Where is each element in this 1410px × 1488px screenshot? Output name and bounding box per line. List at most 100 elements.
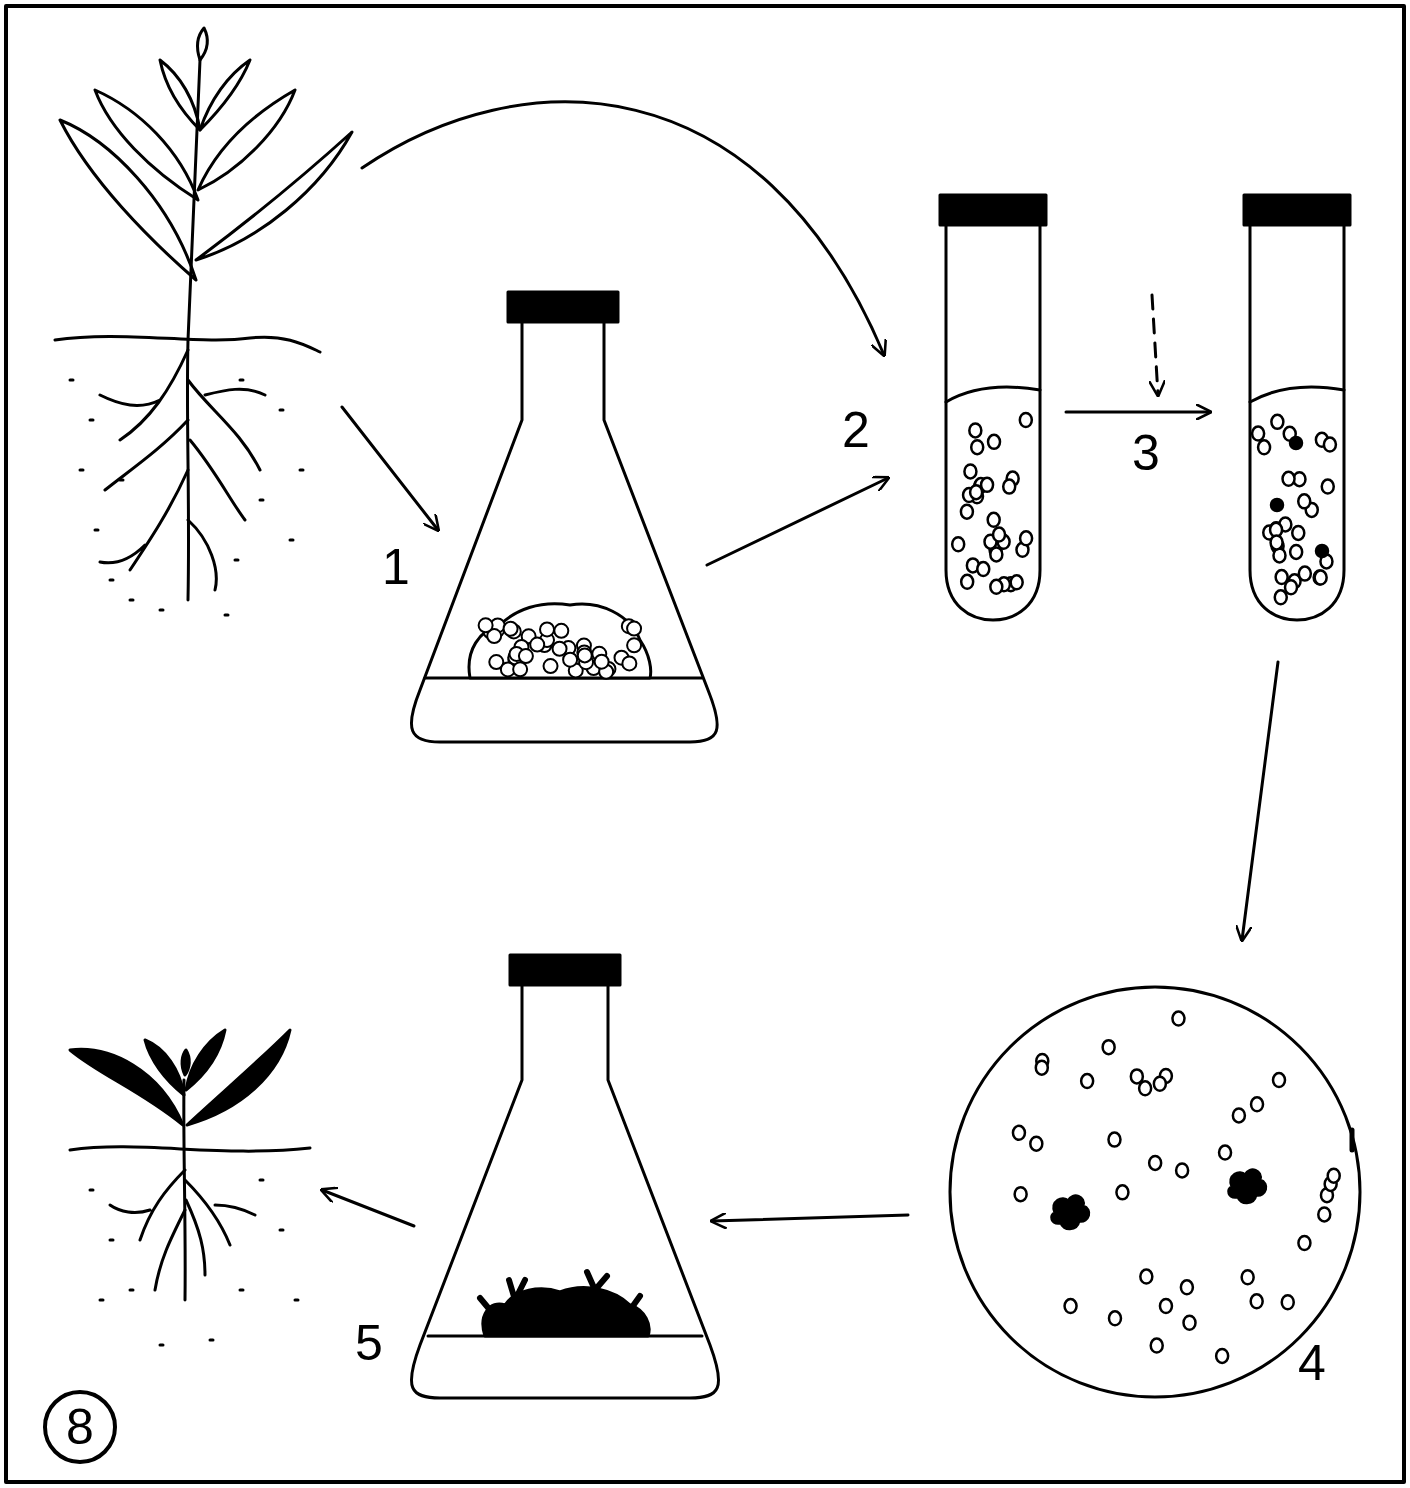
cell xyxy=(1242,1270,1254,1284)
cell xyxy=(1015,1187,1027,1201)
cell xyxy=(961,505,973,519)
cell xyxy=(1290,545,1302,559)
step-number: 5 xyxy=(355,1318,383,1368)
cell xyxy=(1271,499,1283,511)
arrow xyxy=(1242,662,1278,940)
flask xyxy=(411,292,717,742)
cell xyxy=(1252,427,1264,441)
cell xyxy=(1282,1295,1294,1309)
callus-cell xyxy=(578,648,592,662)
cell xyxy=(1131,1069,1143,1083)
cell xyxy=(1271,535,1283,549)
callus-cell xyxy=(595,655,609,669)
arrow xyxy=(362,102,884,355)
figure-number-circle: 8 xyxy=(42,1389,118,1465)
cell xyxy=(1219,1146,1231,1160)
step-number: 1 xyxy=(382,542,410,592)
cell xyxy=(1258,440,1270,454)
cell xyxy=(1172,1012,1184,1026)
cell xyxy=(1322,480,1334,494)
callus-cell xyxy=(627,622,641,636)
cell xyxy=(1149,1156,1161,1170)
cell xyxy=(1020,531,1032,545)
cell xyxy=(1181,1280,1193,1294)
callus-cell xyxy=(554,624,568,638)
test-tube xyxy=(940,195,1046,620)
callus-cell xyxy=(553,642,567,656)
cell xyxy=(1109,1311,1121,1325)
cell xyxy=(990,580,1002,594)
cell xyxy=(1251,1097,1263,1111)
cell xyxy=(969,423,981,437)
cell xyxy=(961,575,973,589)
callus-cell xyxy=(479,618,493,632)
cell xyxy=(1273,1073,1285,1087)
step-number: 2 xyxy=(842,405,870,455)
cell xyxy=(1216,1349,1228,1363)
step-number: 4 xyxy=(1298,1338,1326,1388)
cell xyxy=(1298,1236,1310,1250)
callus-cell xyxy=(513,662,527,676)
cell xyxy=(993,528,1005,542)
cell xyxy=(1065,1299,1077,1313)
cell xyxy=(1154,1077,1166,1091)
cell xyxy=(1316,545,1328,557)
callus-cell xyxy=(627,638,641,652)
cell xyxy=(1318,1207,1330,1221)
cell xyxy=(1151,1339,1163,1353)
cell xyxy=(981,478,993,492)
flask xyxy=(411,955,718,1398)
callus-cell xyxy=(519,649,533,663)
petri-dish xyxy=(950,987,1360,1397)
cell xyxy=(1273,548,1285,562)
arrow xyxy=(712,1215,908,1221)
frame xyxy=(6,6,1404,1482)
arrow xyxy=(322,1190,414,1226)
cell xyxy=(952,537,964,551)
cell xyxy=(1290,437,1302,449)
cell xyxy=(1013,1126,1025,1140)
step-number: 3 xyxy=(1132,428,1160,478)
test-tube xyxy=(1244,195,1350,620)
arrow xyxy=(707,478,888,565)
cell xyxy=(1140,1270,1152,1284)
donor-plant xyxy=(55,28,352,615)
callus-cell xyxy=(540,622,554,636)
cell xyxy=(1298,494,1310,508)
callus-cell xyxy=(530,638,544,652)
cell xyxy=(971,440,983,454)
cell xyxy=(1160,1299,1172,1313)
cell xyxy=(1299,567,1311,581)
cell xyxy=(1116,1185,1128,1199)
cell xyxy=(1081,1074,1093,1088)
figure-number: 8 xyxy=(66,1402,94,1452)
cell xyxy=(1324,438,1336,452)
cell xyxy=(1314,570,1326,584)
cell xyxy=(1020,413,1032,427)
cell xyxy=(1283,472,1295,486)
cell xyxy=(1233,1108,1245,1122)
dashed-arrow xyxy=(1152,295,1158,395)
callus-cell xyxy=(544,659,558,673)
cell xyxy=(1315,571,1327,585)
cell xyxy=(1328,1169,1340,1183)
arrow xyxy=(342,407,438,530)
cell xyxy=(1251,1294,1263,1308)
cell xyxy=(1184,1316,1196,1330)
cell xyxy=(1275,590,1287,604)
cell xyxy=(1011,575,1023,589)
cell xyxy=(964,464,976,478)
cell xyxy=(1108,1133,1120,1147)
arrow xyxy=(1066,411,1210,414)
cell xyxy=(1292,526,1304,540)
cell xyxy=(1003,480,1015,494)
cell xyxy=(1103,1040,1115,1054)
cell xyxy=(988,513,1000,527)
cell xyxy=(1036,1061,1048,1075)
cell xyxy=(1176,1163,1188,1177)
cell xyxy=(1271,415,1283,429)
callus-cell xyxy=(504,622,518,636)
